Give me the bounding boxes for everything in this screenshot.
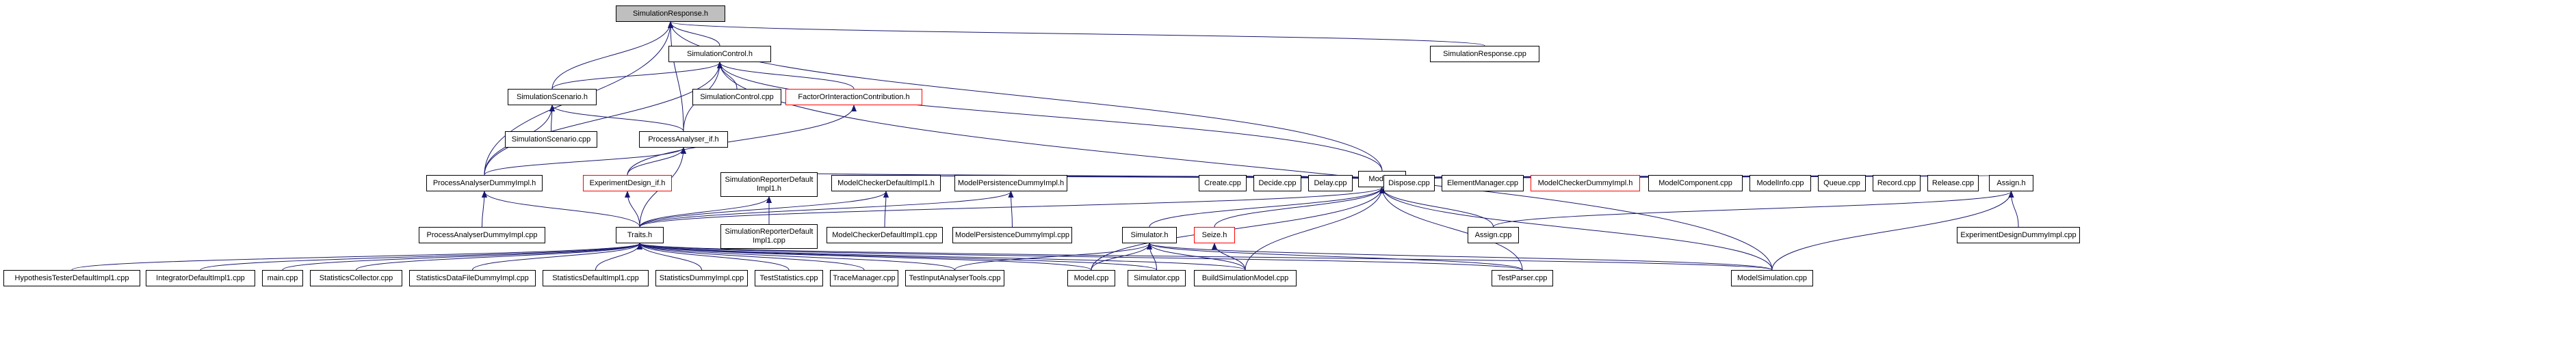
edge-model-h-to-simulation-control-h [717, 62, 1383, 172]
node-factor-interaction-h[interactable]: FactorOrInteractionContribution.h [785, 89, 922, 105]
node-assign-h[interactable]: Assign.h [1989, 175, 2033, 191]
node-traits-h[interactable]: Traits.h [616, 227, 664, 243]
edge-model-checker-default-cpp-to-model-checker-default-h [883, 191, 889, 228]
node-model-info-cpp[interactable]: ModelInfo.cpp [1749, 175, 1811, 191]
node-simulation-control-cpp[interactable]: SimulationControl.cpp [692, 89, 781, 105]
node-simulation-scenario-h[interactable]: SimulationScenario.h [508, 89, 597, 105]
node-queue-cpp[interactable]: Queue.cpp [1818, 175, 1866, 191]
edge-simulation-scenario-h-to-simulation-response-h [551, 21, 673, 90]
edge-model-simulation-cpp-to-simulator-h [1147, 243, 1773, 271]
edge-process-analyser-if-h-to-simulation-response-h [668, 21, 684, 132]
edge-statistics-datafile-cpp-to-traits-h [472, 243, 642, 271]
node-simulation-response-h[interactable]: SimulationResponse.h [616, 5, 725, 22]
node-create-cpp[interactable]: Create.cpp [1199, 175, 1247, 191]
node-integrator-cpp[interactable]: IntegratorDefaultImpl1.cpp [146, 270, 255, 286]
edge-test-parser-cpp-to-traits-h [637, 243, 1523, 271]
edge-process-analyser-dummy-h-to-process-analyser-if-h [484, 147, 686, 176]
edge-traits-h-to-sim-reporter-default-h [639, 196, 772, 228]
edge-assign-cpp-to-model-h [1379, 187, 1494, 228]
node-simulation-scenario-cpp[interactable]: SimulationScenario.cpp [505, 131, 597, 148]
node-test-parser-cpp[interactable]: TestParser.cpp [1492, 270, 1553, 286]
node-delay-cpp[interactable]: Delay.cpp [1308, 175, 1353, 191]
node-simulator-h[interactable]: Simulator.h [1122, 227, 1177, 243]
node-decide-cpp[interactable]: Decide.cpp [1253, 175, 1301, 191]
edge-test-input-analyser-cpp-to-simulator-h [954, 243, 1152, 271]
edge-traits-h-to-process-analyser-dummy-h [482, 191, 640, 228]
node-sim-reporter-default-cpp[interactable]: SimulationReporterDefault Impl1.cpp [720, 224, 818, 249]
edge-traits-h-to-model-checker-default-h [639, 191, 889, 228]
edge-model-cpp-to-traits-h [637, 243, 1092, 271]
edge-simulator-h-to-model-h [1149, 187, 1385, 228]
edge-model-simulation-cpp-to-simulation-control-h [717, 62, 1773, 271]
node-process-analyser-dummy-cpp[interactable]: ProcessAnalyserDummyImpl.cpp [419, 227, 545, 243]
node-simulator-cpp[interactable]: Simulator.cpp [1128, 270, 1186, 286]
node-test-statistics-cpp[interactable]: TestStatistics.cpp [755, 270, 823, 286]
edge-model-persistence-dummy-cpp-to-model-persistence-dummy-h [1008, 191, 1014, 228]
node-simulation-control-h[interactable]: SimulationControl.h [668, 46, 771, 62]
node-process-analyser-dummy-h[interactable]: ProcessAnalyserDummyImpl.h [426, 175, 543, 191]
edge-traits-h-to-model-h [639, 187, 1385, 228]
node-assign-cpp[interactable]: Assign.cpp [1468, 227, 1519, 243]
node-release-cpp[interactable]: Release.cpp [1927, 175, 1979, 191]
node-model-component-cpp[interactable]: ModelComponent.cpp [1648, 175, 1743, 191]
node-build-simulation-model-cpp[interactable]: BuildSimulationModel.cpp [1194, 270, 1297, 286]
edge-factor-interaction-h-to-simulation-control-h [717, 62, 855, 90]
node-process-analyser-if-h[interactable]: ProcessAnalyser_if.h [639, 131, 728, 148]
node-seize-h[interactable]: Seize.h [1194, 227, 1235, 243]
node-model-checker-default-h[interactable]: ModelCheckerDefaultImpl1.h [831, 175, 941, 191]
edge-model-simulation-cpp-to-traits-h [637, 243, 1773, 271]
edge-trace-manager-cpp-to-traits-h [637, 243, 865, 271]
node-statistics-collector-cpp[interactable]: StatisticsCollector.cpp [310, 270, 402, 286]
edge-traits-h-to-experiment-design-if-h [625, 191, 640, 228]
edge-process-analyser-dummy-h-to-simulation-control-h [484, 62, 723, 176]
node-model-checker-default-cpp[interactable]: ModelCheckerDefaultImpl1.cpp [827, 227, 943, 243]
edge-hypothesis-tester-cpp-to-traits-h [71, 243, 642, 271]
edge-model-simulation-cpp-to-assign-h [1771, 191, 2014, 271]
edge-test-input-analyser-cpp-to-traits-h [637, 243, 955, 271]
edge-process-analyser-dummy-cpp-to-process-analyser-dummy-h [481, 191, 487, 228]
edge-simulation-response-cpp-to-simulation-response-h [668, 21, 1485, 46]
node-experiment-design-dummy-cpp[interactable]: ExperimentDesignDummyImpl.cpp [1957, 227, 2080, 243]
node-main-cpp[interactable]: main.cpp [262, 270, 303, 286]
edge-test-parser-cpp-to-model-h [1379, 187, 1523, 271]
edge-seize-h-to-model-h [1214, 187, 1385, 228]
edge-model-simulation-cpp-to-model-h [1379, 187, 1773, 271]
edge-assign-cpp-to-assign-h [1493, 191, 2014, 228]
edge-statistics-collector-cpp-to-traits-h [356, 243, 642, 271]
node-model-persistence-dummy-cpp[interactable]: ModelPersistenceDummyImpl.cpp [952, 227, 1072, 243]
edge-test-parser-cpp-to-simulator-h [1147, 243, 1523, 271]
edge-model-cpp-to-model-h [1091, 187, 1385, 271]
node-statistics-dummy-cpp[interactable]: StatisticsDummyImpl.cpp [655, 270, 748, 286]
node-element-manager-cpp[interactable]: ElementManager.cpp [1442, 175, 1524, 191]
edge-test-statistics-cpp-to-traits-h [637, 243, 790, 271]
node-statistics-default-cpp[interactable]: StatisticsDefaultImpl1.cpp [543, 270, 649, 286]
node-hypothesis-tester-cpp[interactable]: HypothesisTesterDefaultImpl1.cpp [3, 270, 140, 286]
node-model-cpp[interactable]: Model.cpp [1067, 270, 1115, 286]
node-model-simulation-cpp[interactable]: ModelSimulation.cpp [1731, 270, 1813, 286]
node-record-cpp[interactable]: Record.cpp [1873, 175, 1921, 191]
edge-experiment-design-dummy-cpp-to-assign-h [2008, 191, 2019, 228]
edge-process-analyser-if-h-to-simulation-scenario-h [549, 105, 684, 132]
node-experiment-design-if-h[interactable]: ExperimentDesign_if.h [583, 175, 672, 191]
edge-simulation-scenario-h-to-simulation-control-h [551, 62, 723, 90]
node-model-persistence-dummy-h[interactable]: ModelPersistenceDummyImpl.h [954, 175, 1067, 191]
node-statistics-datafile-cpp[interactable]: StatisticsDataFileDummyImpl.cpp [409, 270, 536, 286]
edge-traits-h-to-model-persistence-dummy-h [639, 191, 1014, 228]
edge-build-simulation-model-cpp-to-traits-h [637, 243, 1246, 271]
edge-build-simulation-model-cpp-to-model-h [1245, 187, 1385, 271]
edge-experiment-design-if-h-to-factor-interaction-h [627, 105, 857, 176]
node-dispose-cpp[interactable]: Dispose.cpp [1383, 175, 1435, 191]
node-simulation-response-cpp[interactable]: SimulationResponse.cpp [1430, 46, 1539, 62]
node-trace-manager-cpp[interactable]: TraceManager.cpp [830, 270, 898, 286]
node-sim-reporter-default-h[interactable]: SimulationReporterDefault Impl1.h [720, 172, 818, 197]
edge-simulator-cpp-to-traits-h [637, 243, 1157, 271]
edge-main-cpp-to-traits-h [282, 243, 642, 271]
edge-integrator-cpp-to-traits-h [200, 243, 642, 271]
node-model-checker-dummy-h[interactable]: ModelCheckerDummyImpl.h [1531, 175, 1640, 191]
node-test-input-analyser-cpp[interactable]: TestInputAnalyserTools.cpp [905, 270, 1004, 286]
